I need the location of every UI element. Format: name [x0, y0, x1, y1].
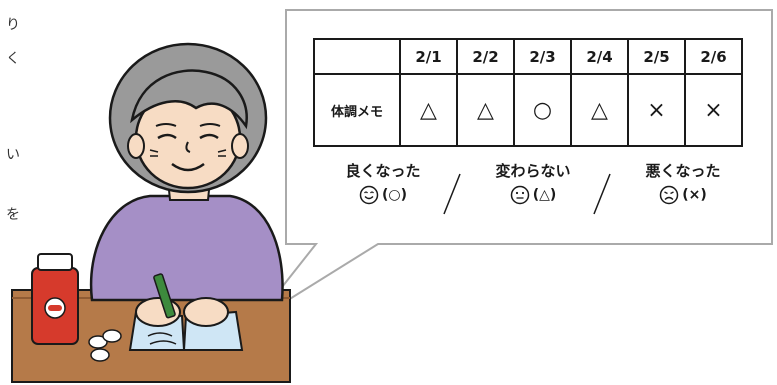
divider-slash — [593, 173, 611, 215]
side-text-char: を — [6, 207, 20, 223]
date-header: 2/2 — [456, 38, 515, 75]
neutral-face-icon — [510, 185, 529, 205]
pill — [102, 329, 122, 343]
condition-mark: × — [684, 73, 743, 147]
date-header: 2/3 — [513, 38, 572, 75]
right-hand — [183, 297, 229, 327]
condition-mark: × — [627, 73, 686, 147]
condition-mark: ○ — [513, 73, 572, 147]
side-text-char: い — [6, 147, 20, 163]
legend-label: 変わらない — [495, 162, 571, 180]
side-text-char: く — [6, 51, 20, 67]
legend-worse: 悪くなった (×) — [628, 160, 738, 205]
smile-face-icon — [359, 185, 379, 205]
divider-slash — [443, 173, 461, 215]
legend-better: 良くなった (○) — [328, 160, 438, 205]
side-text-char: り — [6, 17, 20, 33]
legend-label: 悪くなった — [645, 162, 721, 180]
legend-symbol: (△) — [532, 187, 557, 203]
date-header: 2/5 — [627, 38, 686, 75]
table-header-row: 2/1 2/2 2/3 2/4 2/5 2/6 — [313, 38, 743, 75]
legend-label: 良くなった — [345, 162, 421, 180]
condition-mark: △ — [456, 73, 515, 147]
date-header: 2/6 — [684, 38, 743, 75]
pill — [90, 348, 110, 362]
health-memo-table: 2/1 2/2 2/3 2/4 2/5 2/6 体調メモ △ △ ○ △ × × — [313, 38, 743, 147]
pill — [88, 335, 108, 349]
table-row: 体調メモ △ △ ○ △ × × — [313, 73, 743, 147]
date-header: 2/1 — [399, 38, 458, 75]
legend-unchanged: 変わらない (△) — [478, 160, 588, 205]
woman-body — [89, 194, 284, 302]
table-corner-cell — [313, 38, 401, 75]
legend-symbol: (○) — [381, 187, 407, 203]
condition-mark: △ — [399, 73, 458, 147]
legend-symbol: (×) — [682, 187, 707, 203]
pen — [153, 273, 176, 319]
sad-face-icon — [659, 185, 679, 205]
condition-mark: △ — [570, 73, 629, 147]
date-header: 2/4 — [570, 38, 629, 75]
row-label: 体調メモ — [313, 73, 401, 147]
